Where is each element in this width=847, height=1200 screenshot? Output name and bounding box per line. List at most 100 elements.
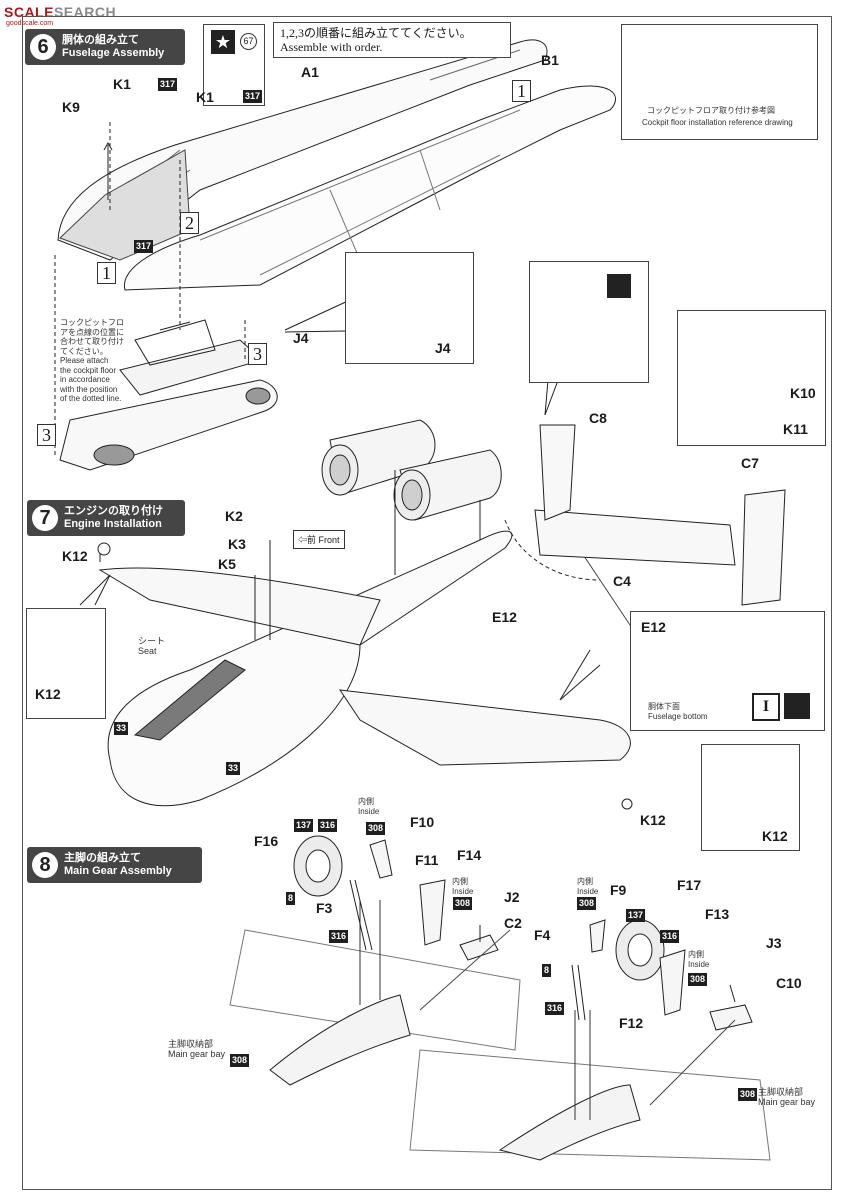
right-wing (338, 689, 631, 766)
cockpit-reference-inset (621, 24, 818, 140)
door-f10 (369, 839, 393, 879)
door-f9 (589, 919, 606, 953)
fin-c7 (741, 489, 786, 606)
strut-f3 (349, 879, 373, 951)
paint-316-b: 316 (329, 930, 349, 943)
star-icon: ★ (211, 30, 235, 54)
cockpit-shaded-area (59, 149, 191, 261)
decal-stripes-icon (784, 693, 810, 719)
j4-detail-inset (345, 252, 474, 364)
part-k12-b: K12 (35, 686, 61, 702)
order-note-en: Assemble with order. (280, 40, 383, 54)
part-f4: F4 (534, 927, 551, 943)
step7-number: 7 (32, 505, 58, 531)
order-box-3-left: 3 (37, 424, 56, 446)
decal-i-icon: I (752, 693, 780, 721)
fuselage-half-b1 (123, 85, 616, 291)
part-j4-a: J4 (293, 330, 309, 346)
part-k2: K2 (225, 508, 243, 524)
canopy (133, 659, 246, 741)
k12-detail-inset-right (701, 744, 800, 851)
step8-title-jp: 主脚の組み立て (64, 852, 141, 864)
paint-33-b: 33 (226, 762, 241, 775)
paint-308-c: 308 (577, 897, 597, 910)
gear-wing-right (409, 1049, 771, 1161)
paint-308-b: 308 (453, 897, 473, 910)
order-box-1-lower: 1 (97, 262, 116, 284)
decal-stripes-icon-c8 (607, 274, 631, 298)
cockpit-ref-caption-en: Cockpit floor installation reference dra… (642, 118, 793, 127)
watermark-url: goodscale.com (6, 20, 54, 27)
paint-8-a: 8 (286, 892, 296, 905)
part-c4: C4 (613, 573, 631, 589)
part-f13: F13 (705, 906, 730, 922)
engine-pods (321, 419, 502, 521)
paint-316-a: 316 (318, 819, 338, 832)
paint-137-a: 137 (294, 819, 314, 832)
part-b1: B1 (541, 52, 559, 68)
part-c2: C2 (504, 915, 522, 931)
part-a1: A1 (301, 64, 319, 80)
gear-bay-right (498, 1084, 641, 1161)
part-f10: F10 (410, 814, 435, 830)
part-k12-c: K12 (640, 812, 666, 828)
front-arrow-icon: ⇦ (298, 535, 308, 545)
paint-316-d: 316 (545, 1002, 565, 1015)
instruction-frame (22, 16, 832, 1190)
part-c10: C10 (776, 975, 802, 991)
step6-number: 6 (30, 34, 56, 60)
part-c10 (709, 1004, 753, 1031)
order-note-jp: 1,2,3の順番に組み立ててください。 (280, 26, 472, 40)
k12-detail-inset-left (26, 608, 106, 719)
part-f3: F3 (316, 900, 333, 916)
part-k11: K11 (783, 421, 808, 437)
part-k1-a: K1 (113, 76, 131, 92)
part-k3: K3 (228, 536, 246, 552)
part-c8: C8 (589, 410, 607, 426)
k10-detail-inset (677, 310, 826, 446)
strut-f4 (571, 964, 586, 1021)
part-j3: J3 (766, 935, 782, 951)
part-e12-b: E12 (641, 619, 666, 635)
paint-33-a: 33 (114, 722, 129, 735)
part-k9: K9 (62, 99, 80, 115)
front-note: ⇦前 Front (293, 530, 345, 549)
c8-detail-inset (529, 261, 649, 383)
fin-c8 (539, 424, 576, 521)
gear-wing-left (229, 929, 521, 1051)
paint-316-c: 316 (660, 930, 680, 943)
part-j4-b: J4 (435, 340, 451, 356)
step8-title-en: Main Gear Assembly (64, 865, 172, 877)
assembly-order-note: 1,2,3の順番に組み立ててください。 Assemble with order. (273, 22, 511, 58)
part-f17: F17 (677, 877, 702, 893)
step7-title-en: Engine Installation (64, 518, 162, 530)
order-box-3-right: 3 (248, 343, 267, 365)
paint-8-b: 8 (542, 964, 552, 977)
cockpit-ref-caption-jp: コックピットフロア取り付け参考図 (647, 106, 775, 115)
part-f12: F12 (619, 1015, 644, 1031)
paint-308-d: 308 (688, 973, 708, 986)
paint-308-f: 308 (738, 1088, 758, 1101)
door-f14 (419, 879, 446, 946)
paint-317-b: 317 (243, 90, 263, 103)
left-wing (98, 567, 381, 646)
part-k12-d: K12 (762, 828, 788, 844)
aircraft-body (107, 530, 513, 807)
order-box-2: 2 (180, 212, 199, 234)
wheel-f17 (615, 919, 665, 981)
step6-title-en: Fuselage Assembly (62, 47, 165, 59)
door-f13 (659, 949, 686, 1016)
part-f14: F14 (457, 847, 482, 863)
